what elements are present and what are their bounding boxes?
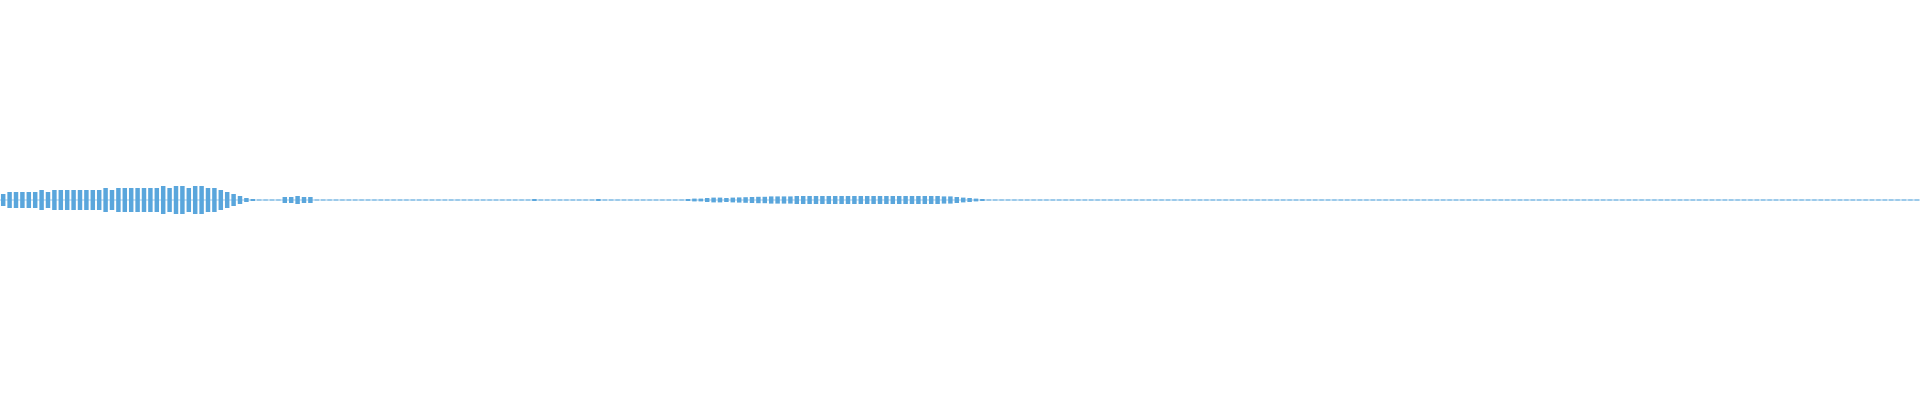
waveform-series (0, 186, 1920, 214)
